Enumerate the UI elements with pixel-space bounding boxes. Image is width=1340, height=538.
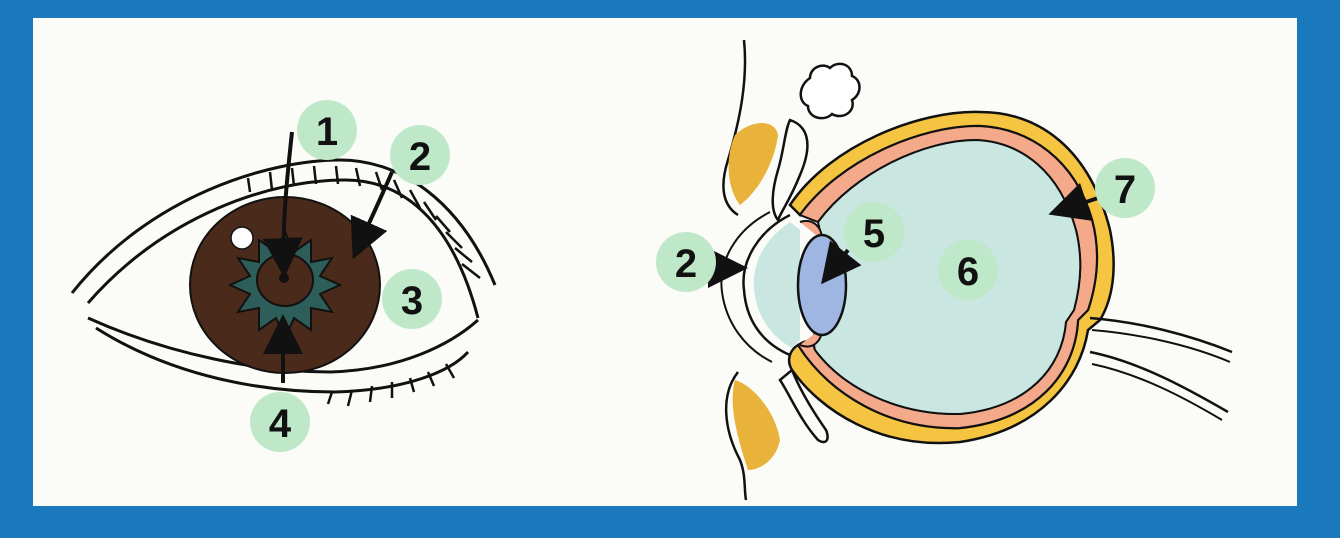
svg-text:1: 1	[316, 110, 338, 154]
optic-nerve-bottom	[1089, 350, 1229, 414]
pupil-center-dot	[279, 273, 289, 283]
fat-pad-top	[728, 122, 778, 205]
svg-text:2: 2	[675, 242, 697, 286]
label-2-front: 2	[390, 125, 450, 185]
label-1: 1	[297, 100, 357, 160]
label-2-side: 2	[656, 232, 716, 292]
arrow-label-5	[821, 240, 862, 285]
label-7: 7	[1095, 158, 1155, 218]
lacrimal-gland	[799, 62, 861, 120]
upper-eyelashes	[246, 165, 481, 279]
fat-pad-bottom	[732, 380, 780, 470]
label-3: 3	[382, 269, 442, 329]
front-eye-view: 1 2 3 4	[70, 100, 497, 452]
label-5: 5	[844, 202, 904, 262]
svg-text:6: 6	[957, 250, 979, 294]
light-reflection	[230, 226, 254, 250]
cornea	[742, 213, 791, 357]
orbit-bottom-outline	[725, 371, 748, 501]
lower-eyelid-outer	[95, 326, 470, 394]
optic-nerve-bottom-inner	[1091, 363, 1223, 421]
optic-nerve-top	[1089, 316, 1233, 354]
arrow-label-1	[262, 131, 303, 278]
svg-text:4: 4	[269, 402, 292, 446]
label-6: 6	[938, 240, 998, 300]
anterior-chamber	[753, 222, 800, 348]
cornea-outer	[720, 211, 773, 363]
arrow-label-7	[1048, 182, 1099, 221]
eye-cross-section: 2 5 6 7	[656, 39, 1233, 501]
optic-nerve-top-inner	[1091, 329, 1231, 363]
svg-text:2: 2	[409, 135, 431, 179]
upper-eyelid-outer	[70, 158, 497, 294]
svg-text:5: 5	[863, 212, 885, 256]
lower-eyelid-inner	[87, 316, 479, 374]
label-4: 4	[250, 392, 310, 452]
lower-eyelashes	[326, 363, 456, 407]
arrow-label-2-front	[350, 171, 394, 260]
upper-eyelid-side	[771, 118, 809, 223]
lower-eyelid-side	[778, 367, 829, 444]
lens	[796, 233, 848, 337]
svg-text:3: 3	[401, 279, 423, 323]
svg-text:7: 7	[1114, 168, 1136, 212]
